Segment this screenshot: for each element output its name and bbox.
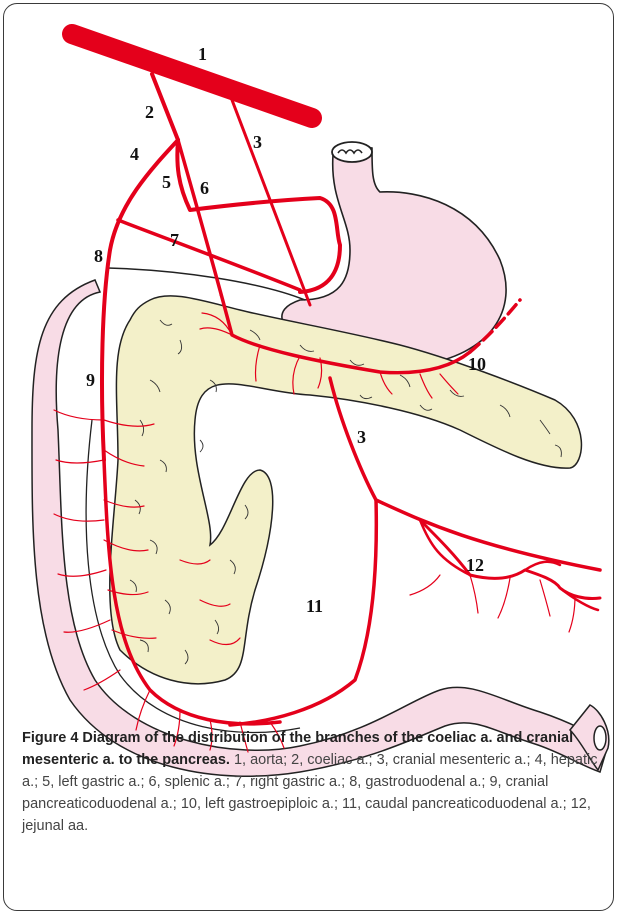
label-left-gastric: 5	[162, 172, 171, 192]
label-coeliac: 2	[145, 102, 154, 122]
coeliac-artery	[152, 74, 178, 140]
label-aorta: 1	[198, 44, 207, 64]
label-hepatic: 4	[130, 144, 139, 164]
pancreas	[110, 296, 582, 684]
figure-caption: Figure 4 Diagram of the distribution of …	[22, 727, 608, 837]
left-gastric-artery	[177, 140, 340, 292]
stomach-lesser-curve	[108, 268, 305, 300]
label-jejunal: 12	[466, 555, 484, 575]
label-gastroduodenal: 8	[94, 246, 103, 266]
label-left-gastroepiploic: 10	[468, 354, 486, 374]
label-cranial-mesenteric-bottom: 3	[357, 427, 366, 447]
label-caudal-pancreaticoduodenal: 11	[306, 596, 323, 616]
caudal-pancreaticoduodenal-artery	[376, 500, 600, 570]
label-right-gastric: 7	[170, 230, 179, 250]
label-splenic: 6	[200, 178, 209, 198]
label-cranial-mesenteric-top: 3	[253, 132, 262, 152]
label-cranial-pancreaticoduodenal: 9	[86, 370, 95, 390]
aorta	[72, 34, 312, 118]
